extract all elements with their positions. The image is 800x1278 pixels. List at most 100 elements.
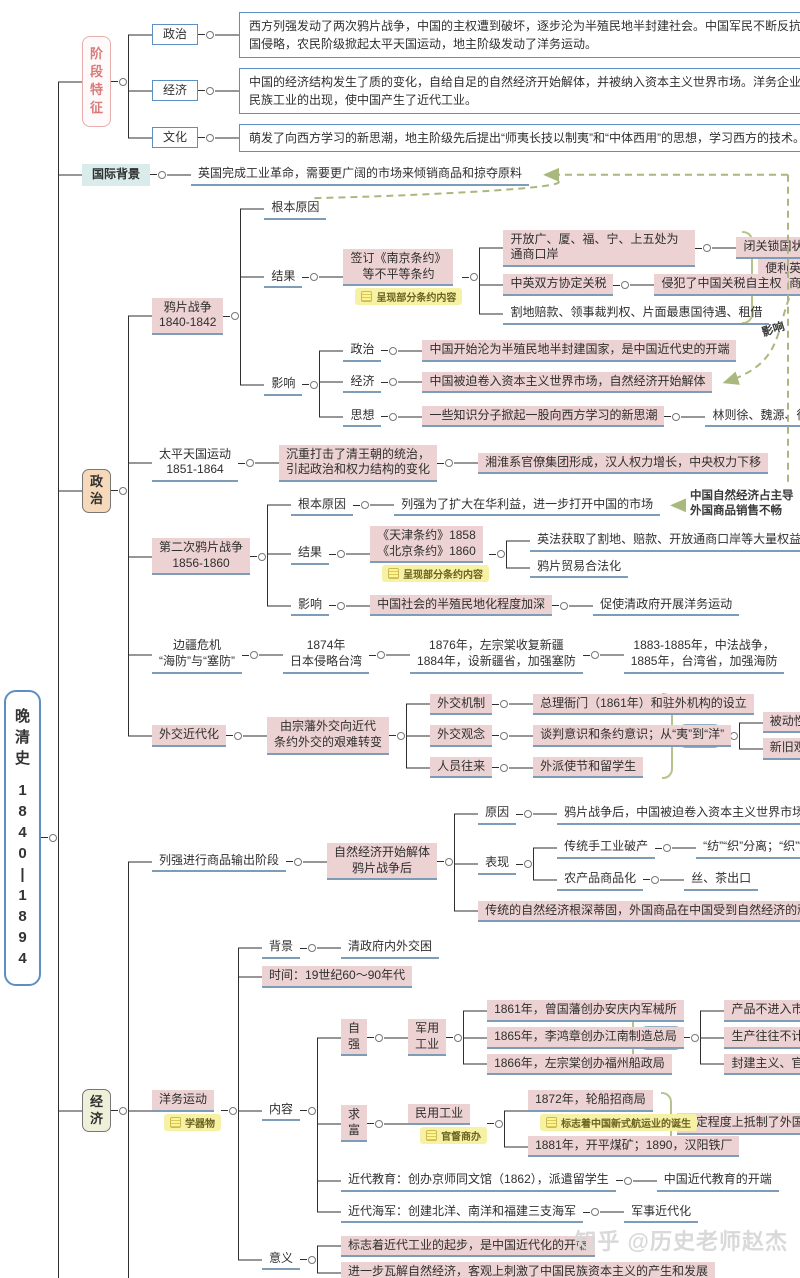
node-label-line: 鸦片战争 — [163, 299, 212, 314]
branch-row: 背景清政府内外交困 — [238, 932, 800, 964]
mindmap-node: 闭关锁国状态被打破 — [736, 237, 800, 260]
node-box: 求富 — [341, 1105, 368, 1143]
branch-row: 签订《南京条约》等不平等条约呈现部分条约内容开放广、厦、福、宁、上五处为通商口岸… — [319, 225, 800, 330]
link-line — [242, 654, 250, 656]
node-wrap: 开放广、厦、福、宁、上五处为通商口岸 — [503, 229, 696, 267]
node-label-line: 史 — [15, 750, 31, 768]
children-group: 闭关锁国状态被打破 — [712, 235, 800, 262]
node-wrap: 文化 — [152, 126, 199, 149]
mindmap-node: 外交近代化由宗藩外交向近代条约外交的艰难转变外交机制总理衙门（1861年）和驻外… — [152, 686, 800, 786]
watermark: 知乎 @历史老师赵杰 — [574, 1229, 788, 1254]
connector-dot — [500, 763, 509, 772]
node-box: 1874年日本侵略台湾 — [283, 636, 370, 674]
link-line — [381, 350, 389, 352]
link-line — [367, 1123, 375, 1125]
connector-dot — [119, 486, 128, 495]
mindmap-node: 割地赔款、领事裁判权、片面最惠国待遇、租借 — [503, 303, 770, 326]
connector-dot — [445, 459, 454, 468]
node-wrap: 思想 — [343, 406, 382, 428]
link-line — [381, 416, 389, 418]
branch-row: 清政府内外交困 — [317, 935, 440, 962]
children-group: 阶段特征政治西方列强发动了两次鸦片战争，中国的主权遭到破坏，逐步沦为半殖民地半封… — [58, 4, 800, 1278]
mindmap-node: 中国的经济结构发生了质的变化，自给自足的自然经济开始解体，并被纳入资本主义世界市… — [239, 67, 800, 114]
children-group: 根本原因列强为了扩大在华利益，进一步打开中国的市场结果《天津条约》1858《北京… — [267, 490, 800, 624]
node-box: 结果 — [291, 543, 330, 566]
node-label-line: 便利英国 — [765, 260, 800, 275]
mindmap-node: 中国近代教育的开端 — [656, 1170, 779, 1192]
node-box: 一定程度上抵制了外国的经济侵略 — [676, 1113, 800, 1135]
node-wrap: 意义 — [262, 1249, 301, 1271]
branch-row: 1861年，曾国藩创办安庆内军械所 — [463, 998, 684, 1025]
branch-row: 鸦片贸易合法化 — [506, 554, 800, 581]
branch-row: 结果签订《南京条约》等不平等条约呈现部分条约内容开放广、厦、福、宁、上五处为通商… — [240, 222, 800, 333]
link-line — [492, 703, 500, 705]
node-box: 《天津条约》1858《北京条约》1860 — [370, 526, 483, 564]
node-box: 谈判意识和条约意识；从“夷”到“洋” — [533, 725, 732, 747]
connector-dot — [294, 857, 303, 866]
mindmap-node: 产品不进入市场 — [724, 1000, 800, 1023]
node-wrap: 沉重打击了清王朝的统治，引起政治和权力结构的变化 — [279, 444, 438, 483]
branch-row: 外派使节和留学生 — [509, 754, 644, 781]
node-label-line: 自然经济开始解体 — [334, 844, 431, 859]
connector-dot — [206, 86, 215, 95]
node-wrap: 自强 — [341, 1019, 368, 1057]
node-box: 林则徐、魏源、徐继畬 — [705, 406, 800, 428]
branch-row: 文化 萌发了向西方学习的新思潮，地主阶级先后提出“师夷长技以制夷”和“中体西用”的… — [128, 118, 800, 157]
mindmap-node: 政治中国开始沦为半殖民地半封建国家，是中国近代史的开端 — [343, 338, 737, 365]
branch-row: 生产往往不计成本 — [700, 1024, 800, 1052]
node-box: 英法获取了割地、赔款、开放通商口岸等大量权益 — [530, 530, 800, 552]
branch-row: 1881年，开平煤矿；1890，汉阳铁厂 — [504, 1133, 740, 1160]
node-box: 近代海军：创建北洋、南洋和福建三支海军 — [341, 1202, 584, 1224]
node-label-line: 军用 — [415, 1021, 440, 1036]
node-box: 1861年，曾国藩创办安庆内军械所 — [487, 1000, 684, 1023]
node-label-line: | — [20, 865, 25, 883]
link-line — [221, 1110, 229, 1112]
stage-features-box: 阶段特征 — [82, 36, 112, 127]
link-line — [111, 490, 119, 492]
node-box: 总理衙门（1861年）和驻外机构的设立 — [533, 693, 754, 716]
link-line — [300, 1110, 308, 1112]
link-line — [552, 605, 560, 607]
branch-row: 谈判意识和条约意识；从“夷”到“洋” — [509, 723, 732, 750]
link-line — [41, 837, 49, 839]
branch-row: 被动性 — [738, 709, 800, 736]
node-label-line: 《天津条约》1858 — [377, 528, 476, 543]
connector-dot — [497, 550, 506, 559]
node-box: 萌发了向西方学习的新思潮，地主阶级先后提出“师夷长技以制夷”和“中体西用”的思想… — [239, 123, 800, 152]
children-group: 外派使节和留学生 — [509, 754, 644, 781]
node-box: 传统的自然经济根深蒂固，外国商品在中国受到自然经济的顽强抵抗 — [478, 900, 800, 923]
node-box: 文化 — [152, 126, 199, 149]
node-label-line: 1876年，左宗棠收复新疆 — [429, 638, 564, 653]
dashed-label-economy-note: 中国自然经济占主导 外国商品销售不畅 — [690, 489, 794, 519]
node-box: 中国开始沦为半殖民地半封建国家，是中国近代史的开端 — [422, 340, 737, 362]
node-box: 军事近代化 — [624, 1202, 699, 1224]
node-box: 产品不进入市场 — [724, 1000, 800, 1023]
node-label-line: 签订《南京条约》 — [350, 251, 447, 266]
node-wrap: 中国被迫卷入资本主义世界市场，自然经济开始解体 — [422, 371, 713, 394]
children-group: 谈判意识和条约意识；从“夷”到“洋” — [509, 723, 732, 750]
mindmap-node: 经济中国被迫卷入资本主义世界市场，自然经济开始解体 — [343, 369, 713, 396]
link-line — [369, 654, 377, 656]
node-box: 签订《南京条约》等不平等条约 — [343, 249, 454, 287]
connector-dot — [337, 601, 346, 610]
mindmap-node: 近代海军：创建北洋、南洋和福建三支海军 军事近代化 — [341, 1199, 699, 1226]
node-box: 表现 — [478, 853, 517, 875]
node-box: 外交近代化 — [152, 725, 227, 747]
branch-row: 丝、茶出口 — [660, 867, 759, 894]
eco-impact-box: 中国被迫卷入资本主义世界市场，自然经济开始解体 — [422, 371, 713, 394]
link-line — [683, 1037, 691, 1039]
connector-dot — [389, 412, 398, 421]
node-box: 鸦片战争后，中国被迫卷入资本主义世界市场 — [557, 803, 800, 825]
